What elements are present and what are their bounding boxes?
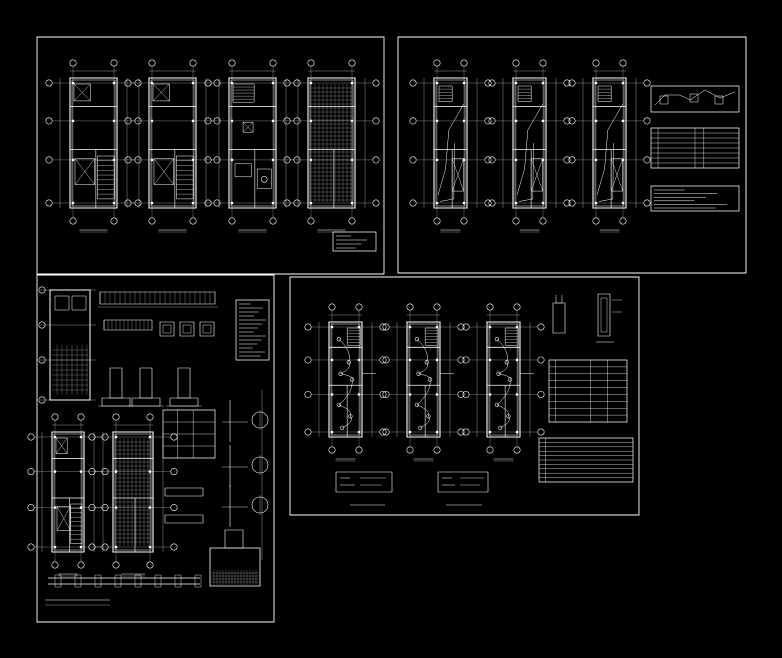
longitudinal-section — [45, 575, 201, 605]
sanitary-plan-3 — [569, 60, 650, 232]
floor-plan-3 — [205, 60, 300, 232]
column-detail-3 — [222, 485, 268, 527]
footing-detail-1 — [98, 368, 134, 406]
footing-detail-2 — [128, 368, 164, 406]
section-detail-1 — [160, 322, 174, 336]
footing-section — [210, 530, 260, 586]
sanitary-plan-2 — [489, 60, 570, 232]
section-detail-3 — [200, 322, 214, 336]
electrical-plan-1 — [305, 304, 386, 461]
structural-plan-1 — [28, 414, 108, 576]
floor-plan-4 — [284, 60, 379, 232]
electrical-plan-3 — [463, 304, 544, 461]
beam-elevation — [98, 292, 218, 330]
sheet-sanitary-plans — [398, 37, 746, 273]
column-detail-2 — [222, 445, 268, 487]
isometric-detail — [651, 86, 739, 112]
column-detail-1 — [222, 400, 268, 442]
sanitary-plan-1 — [410, 60, 491, 232]
sheet-electrical-plans — [290, 277, 639, 515]
section-detail-2 — [180, 322, 194, 336]
sheet-architectural-plans — [37, 37, 384, 274]
foundation-plan — [39, 287, 96, 403]
riser-diagram — [553, 294, 622, 342]
electrical-plan-2 — [383, 304, 464, 461]
sheet-structural-details — [28, 275, 274, 622]
footing-detail-3 — [166, 368, 202, 406]
structural-plan-2 — [89, 414, 177, 576]
symbol-legend — [336, 472, 488, 492]
